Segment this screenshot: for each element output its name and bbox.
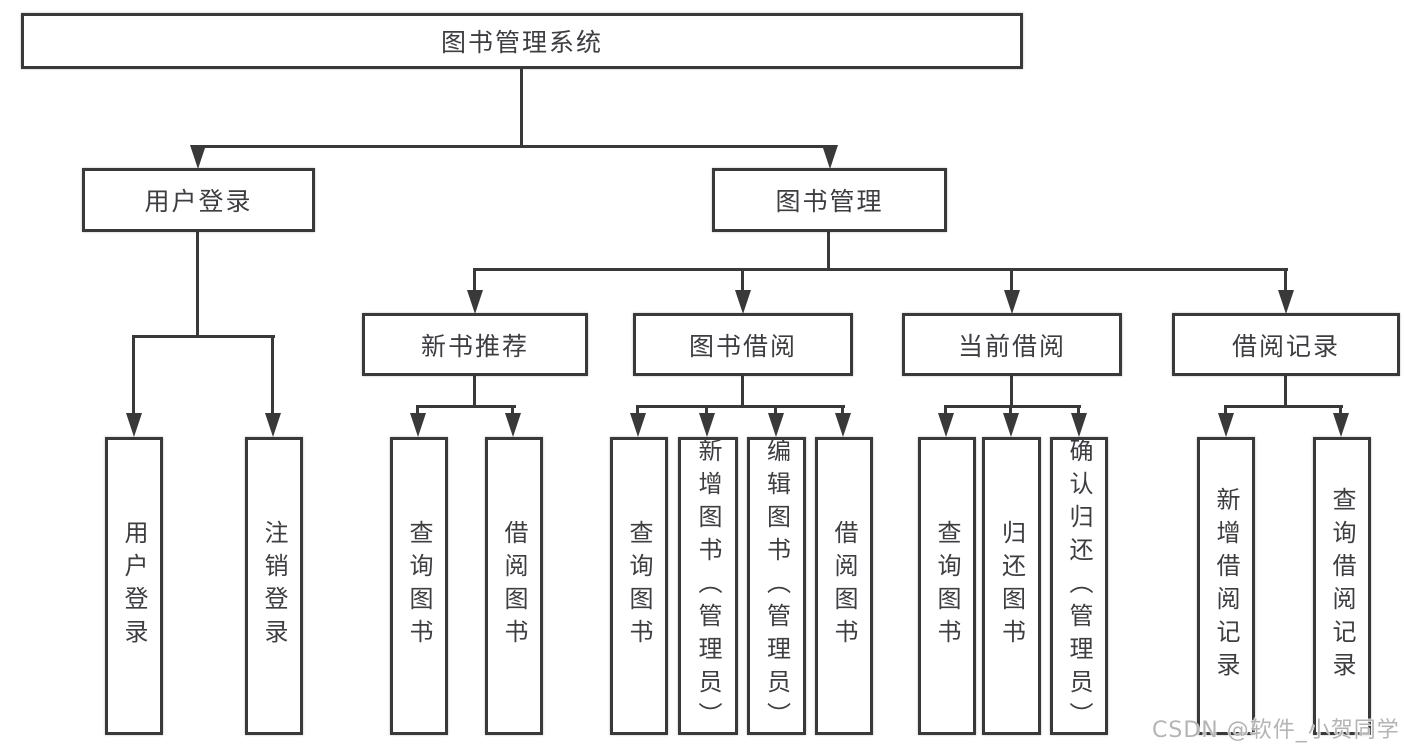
leaf-edit-books-admin: 编辑图书（管理员） bbox=[747, 437, 806, 735]
connector-root-branch bbox=[197, 145, 832, 148]
connector-drop bbox=[271, 335, 274, 416]
leaf-user-login: 用户登录 bbox=[105, 437, 163, 735]
leaf-confirm-return-admin: 确认归还（管理员） bbox=[1050, 437, 1108, 735]
connector-drop bbox=[511, 405, 514, 416]
leaf-logout: 注销登录 bbox=[245, 437, 303, 735]
connector-drop bbox=[1009, 405, 1012, 416]
connector-drop bbox=[705, 405, 708, 416]
arrow-to-current-borrow bbox=[1004, 290, 1020, 314]
connector-drop bbox=[1010, 268, 1013, 293]
leaf-label: 新增图书（管理员） bbox=[694, 437, 722, 735]
arrow-to-leaf bbox=[265, 413, 281, 437]
leaf-query-books: 查询图书 bbox=[610, 437, 668, 735]
arrow-to-leaf bbox=[630, 413, 646, 437]
arrow-to-leaf bbox=[1218, 413, 1234, 437]
leaf-label: 借阅图书 bbox=[500, 520, 528, 652]
leaf-borrow-books: 借阅图书 bbox=[815, 437, 873, 735]
connector-drop bbox=[1224, 405, 1227, 416]
connector-book-borrow-branch bbox=[637, 405, 845, 408]
node-current-borrow: 当前借阅 bbox=[902, 313, 1122, 376]
arrow-to-leaf bbox=[126, 413, 142, 437]
connector-book-management-branch bbox=[474, 268, 1288, 271]
arrow-to-new-book bbox=[467, 290, 483, 314]
leaf-query-borrow-record: 查询借阅记录 bbox=[1313, 437, 1371, 735]
leaf-label: 查询图书 bbox=[933, 520, 961, 652]
connector-drop bbox=[473, 268, 476, 293]
node-book-borrow: 图书借阅 bbox=[633, 313, 853, 376]
leaf-borrow-books: 借阅图书 bbox=[485, 437, 543, 735]
leaf-label: 编辑图书（管理员） bbox=[762, 437, 791, 735]
leaf-label: 查询图书 bbox=[625, 520, 653, 652]
arrow-to-leaf bbox=[1071, 413, 1087, 437]
arrow-to-book-borrow bbox=[735, 290, 751, 314]
node-label: 用户登录 bbox=[144, 187, 253, 216]
leaf-label: 确认归还（管理员） bbox=[1065, 437, 1093, 735]
arrow-to-book-management bbox=[822, 145, 838, 169]
arrow-to-borrow-records bbox=[1278, 290, 1294, 314]
connector-user-login-stem bbox=[196, 232, 199, 337]
leaf-label: 新增借阅记录 bbox=[1212, 487, 1240, 685]
leaf-query-books: 查询图书 bbox=[390, 437, 448, 735]
connector-drop bbox=[636, 405, 639, 416]
connector-drop bbox=[944, 405, 947, 416]
leaf-label: 归还图书 bbox=[997, 520, 1026, 652]
arrow-to-leaf bbox=[1003, 413, 1019, 437]
arrow-to-leaf bbox=[505, 413, 521, 437]
csdn-watermark: CSDN @软件_小贺同学 bbox=[1152, 718, 1400, 743]
arrow-to-leaf bbox=[1333, 413, 1349, 437]
node-label: 图书管理 bbox=[775, 187, 884, 216]
leaf-label: 注销登录 bbox=[260, 520, 288, 652]
connector-borrow-records-stem bbox=[1284, 376, 1287, 407]
connector-book-management-stem bbox=[827, 232, 830, 270]
arrow-to-leaf bbox=[938, 413, 954, 437]
arrow-to-leaf bbox=[699, 413, 715, 437]
connector-user-login-branch bbox=[132, 335, 275, 338]
arrow-to-leaf bbox=[835, 413, 851, 437]
connector-current-borrow-branch bbox=[945, 405, 1081, 408]
leaf-label: 查询借阅记录 bbox=[1328, 487, 1356, 685]
arrow-to-leaf bbox=[410, 413, 426, 437]
connector-new-book-branch bbox=[417, 405, 516, 408]
connector-drop bbox=[416, 405, 419, 416]
connector-current-borrow-stem bbox=[1010, 376, 1013, 407]
node-book-management: 图书管理 bbox=[712, 168, 947, 232]
connector-drop bbox=[774, 405, 777, 416]
node-label: 图书借阅 bbox=[688, 331, 797, 361]
connector-drop bbox=[1284, 268, 1287, 293]
node-label: 借阅记录 bbox=[1231, 331, 1340, 361]
connector-drop bbox=[741, 268, 744, 293]
arrow-to-user-login bbox=[190, 145, 206, 169]
node-label: 当前借阅 bbox=[957, 331, 1066, 361]
connector-new-book-stem bbox=[473, 376, 476, 407]
leaf-label: 用户登录 bbox=[120, 520, 148, 652]
connector-root-stem bbox=[520, 68, 523, 147]
node-root: 图书管理系统 bbox=[21, 13, 1023, 69]
node-borrow-records: 借阅记录 bbox=[1172, 313, 1400, 376]
node-root-label: 图书管理系统 bbox=[440, 28, 603, 57]
node-new-book-recommend: 新书推荐 bbox=[362, 313, 588, 376]
node-label: 新书推荐 bbox=[420, 331, 529, 361]
leaf-add-books-admin: 新增图书（管理员） bbox=[678, 437, 738, 735]
arrow-to-leaf bbox=[768, 413, 784, 437]
connector-drop bbox=[1077, 405, 1080, 416]
leaf-query-books: 查询图书 bbox=[918, 437, 976, 735]
leaf-label: 借阅图书 bbox=[830, 520, 858, 652]
connector-drop bbox=[1339, 405, 1342, 416]
connector-book-borrow-stem bbox=[741, 376, 744, 407]
leaf-label: 查询图书 bbox=[405, 520, 433, 652]
connector-drop bbox=[132, 335, 135, 416]
node-user-login: 用户登录 bbox=[82, 168, 315, 232]
leaf-return-books: 归还图书 bbox=[982, 437, 1041, 735]
leaf-add-borrow-record: 新增借阅记录 bbox=[1197, 437, 1255, 735]
connector-borrow-records-branch bbox=[1225, 405, 1343, 408]
connector-drop bbox=[841, 405, 844, 416]
